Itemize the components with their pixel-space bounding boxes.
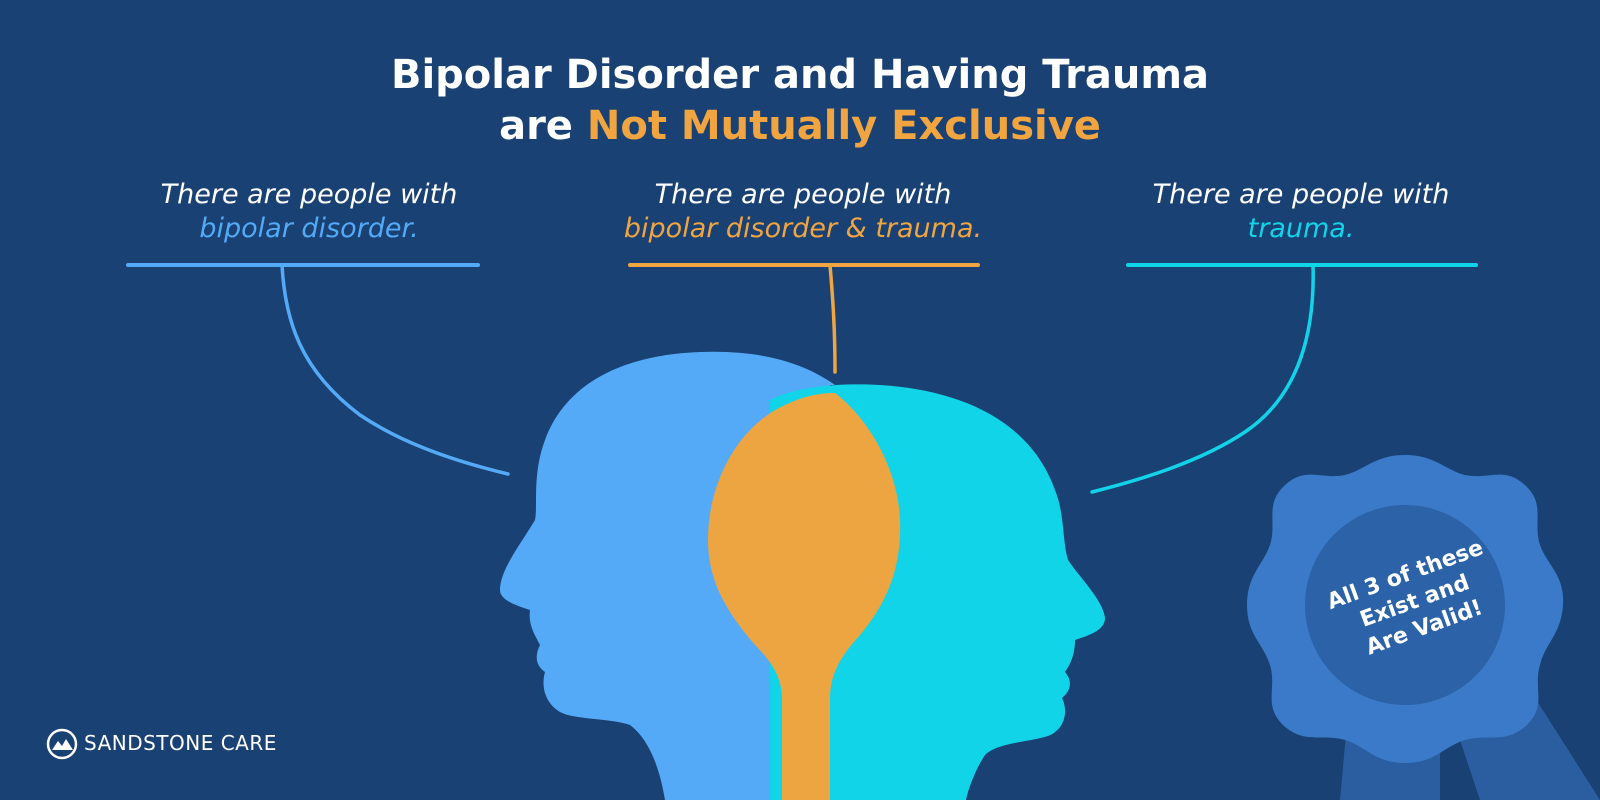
badge-inner-circle: [1305, 505, 1505, 705]
title-line-2-prefix: are: [499, 103, 573, 149]
logo-icon-spacer: [46, 728, 76, 758]
brand-name: SANDSTONE CARE: [84, 731, 277, 755]
label-trauma-prefix: There are people with: [1152, 179, 1450, 210]
label-overlap-highlight: bipolar disorder & trauma.: [623, 213, 983, 244]
label-overlap: There are people with bipolar disorder &…: [593, 178, 1013, 246]
badge-rosette: [1247, 455, 1564, 763]
title-line-2: are Not Mutually Exclusive: [0, 101, 1600, 152]
brand-logo: SANDSTONE CARE: [46, 728, 277, 758]
label-trauma: There are people with trauma.: [1091, 178, 1511, 246]
connector-right: [1090, 263, 1315, 494]
title-line-2-accent: Not Mutually Exclusive: [586, 103, 1101, 149]
label-bipolar-prefix: There are people with: [160, 179, 458, 210]
connector-center: [828, 263, 837, 374]
label-overlap-prefix: There are people with: [654, 179, 952, 210]
title-line-1: Bipolar Disorder and Having Trauma: [390, 52, 1210, 98]
head-overlap: [708, 393, 901, 800]
label-bipolar-highlight: bipolar disorder.: [199, 213, 419, 244]
connector-left: [280, 263, 510, 476]
mountain-circle-icon: [46, 728, 78, 760]
page-title: Bipolar Disorder and Having Trauma are N…: [0, 50, 1600, 152]
label-bipolar: There are people with bipolar disorder.: [99, 178, 519, 246]
label-trauma-highlight: trauma.: [1247, 213, 1355, 244]
